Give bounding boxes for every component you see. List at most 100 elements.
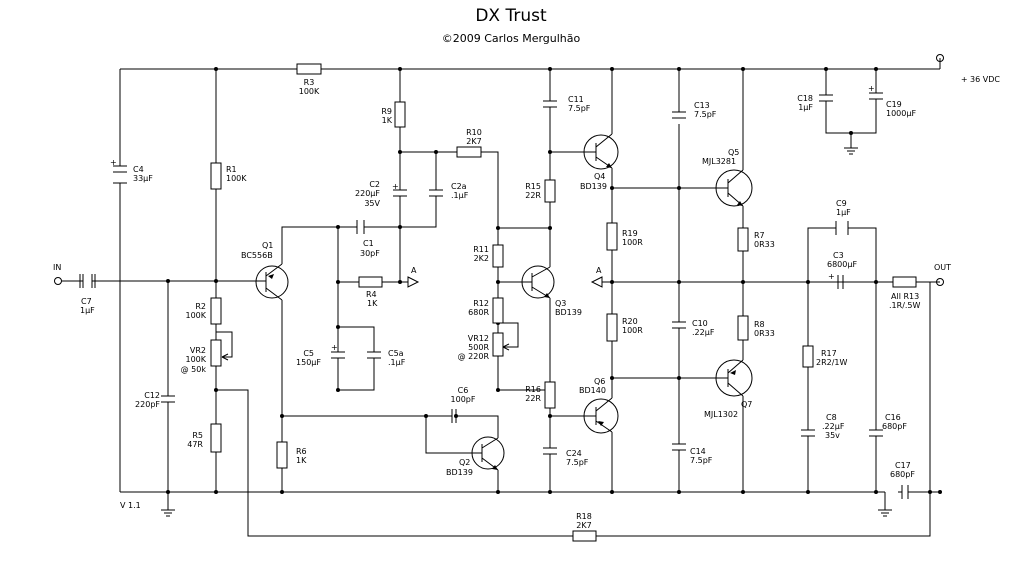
- cap-c12: [161, 395, 175, 403]
- version-label: V 1.1: [120, 501, 141, 510]
- pot-vr2: [210, 339, 222, 367]
- cap-c24: [543, 447, 557, 455]
- label-c24-name: C24: [566, 449, 582, 458]
- resistor-r15: [544, 179, 556, 203]
- label-r12-name: R12: [473, 299, 489, 308]
- label-r11-name: R11: [473, 245, 489, 254]
- label-r17-name: R17: [821, 349, 837, 358]
- transistor-q4: [583, 133, 619, 170]
- label-r11-value: 2K2: [474, 254, 489, 263]
- label-c3-value: 6800µF: [827, 260, 857, 269]
- label-c5a-value: .1µF: [388, 358, 406, 367]
- label-r15-name: R15: [525, 182, 541, 191]
- label-r8-value: 0R33: [754, 329, 775, 338]
- label-r3-value: 100K: [299, 87, 320, 96]
- label-q1-name: Q1: [262, 241, 273, 250]
- label-r17-value: 2R2/1W: [816, 358, 848, 367]
- label-q2-value: BD139: [446, 468, 473, 477]
- label-c3-name: C3: [833, 251, 844, 260]
- cap-c17: [901, 485, 909, 499]
- cap-c14: [672, 443, 686, 451]
- label-c14-name: C14: [690, 447, 706, 456]
- label-r15-value: 22R: [525, 191, 541, 200]
- label-r13-value: .1R/.5W: [889, 301, 921, 310]
- label-r6-value: 1K: [296, 456, 307, 465]
- supply-label: + 36 VDC: [961, 75, 1001, 84]
- label-q3-value: BD139: [555, 308, 582, 317]
- cap-c2a: [429, 189, 443, 197]
- label-r7-value: 0R33: [754, 240, 775, 249]
- label-r10-name: R10: [466, 128, 482, 137]
- transistor-q2: [470, 436, 505, 471]
- label-c9-value: 1µF: [836, 208, 851, 217]
- label-r12-value: 680R: [468, 308, 489, 317]
- label-c12-value: 220pF: [135, 400, 160, 409]
- cap-c10: [672, 321, 686, 329]
- resistor-r7: [737, 227, 749, 252]
- transistor-q1: [255, 263, 289, 301]
- label-r2-value: 100K: [185, 311, 206, 320]
- transistor-q5: [715, 169, 753, 207]
- label-q5-value: MJL3281: [702, 157, 736, 166]
- label-q6-value: BD140: [579, 386, 606, 395]
- junction-dots: [166, 67, 942, 494]
- label-c16-name: C16: [885, 413, 901, 422]
- label-q4-name: Q4: [594, 172, 605, 181]
- resistor-r5: [210, 423, 222, 453]
- label-c2a-name: C2a: [451, 182, 467, 191]
- resistor-r18: [572, 530, 597, 542]
- label-q4-value: BD139: [580, 182, 607, 191]
- svg-text:+: +: [828, 272, 835, 281]
- wires: [62, 58, 941, 537]
- label-c14-value: 7.5pF: [690, 456, 713, 465]
- label-vr12-value: 500R: [468, 343, 489, 352]
- label-r18-value: 2K7: [576, 521, 591, 530]
- resistor-r13: [892, 276, 917, 288]
- cap-c19: [869, 92, 883, 100]
- label-r20-value: 100R: [622, 326, 643, 335]
- cap-c7: [79, 274, 96, 288]
- output-terminal: [936, 278, 944, 286]
- label-q1-value: BC556B: [241, 251, 273, 260]
- label-r10-value: 2K7: [466, 137, 481, 146]
- resistor-r2: [210, 297, 222, 325]
- resistor-r1: [210, 162, 222, 190]
- label-c17-name: C17: [895, 461, 911, 470]
- cap-c11: [543, 100, 557, 108]
- label-r20-name: R20: [622, 317, 638, 326]
- label-c8-value2: 35v: [825, 431, 840, 440]
- label-r1-value: 100K: [226, 174, 247, 183]
- label-q2-name: Q2: [459, 458, 470, 467]
- label-c16-value: 680pF: [882, 422, 907, 431]
- cap-c8: [801, 429, 815, 437]
- node-a-arrows: [407, 276, 603, 288]
- cap-c18: [819, 94, 833, 102]
- label-c24-value: 7.5pF: [566, 458, 589, 467]
- label-c5-name: C5: [303, 349, 314, 358]
- label-c5-value: 150µF: [296, 358, 321, 367]
- label-r16-name: R16: [525, 385, 541, 394]
- label-vr2-value2: @ 50k: [181, 365, 207, 374]
- label-q6-name: Q6: [594, 377, 605, 386]
- resistor-r12: [492, 297, 504, 324]
- cap-c6: [451, 409, 457, 423]
- label-vr12-value2: @ 220R: [458, 352, 490, 361]
- label-c6-value: 100pF: [451, 395, 476, 404]
- transistors: [255, 133, 753, 471]
- cap-c4: [113, 165, 127, 173]
- cap-c16: [869, 429, 883, 437]
- label-c7-name: C7: [81, 297, 92, 306]
- label-q3-name: Q3: [555, 299, 566, 308]
- resistor-r16: [544, 381, 556, 409]
- label-c19-name: C19: [886, 100, 902, 109]
- label-r6-name: R6: [296, 447, 307, 456]
- label-r7-name: R7: [754, 231, 765, 240]
- label-vr2-name: VR2: [190, 346, 206, 355]
- label-r1-name: R1: [226, 165, 237, 174]
- supply-terminal: [936, 54, 944, 62]
- resistor-r3: [296, 63, 322, 75]
- capacitors: [79, 92, 909, 499]
- resistor-r8: [737, 315, 749, 341]
- resistor-r19: [606, 222, 618, 251]
- label-vr2-value: 100K: [185, 355, 206, 364]
